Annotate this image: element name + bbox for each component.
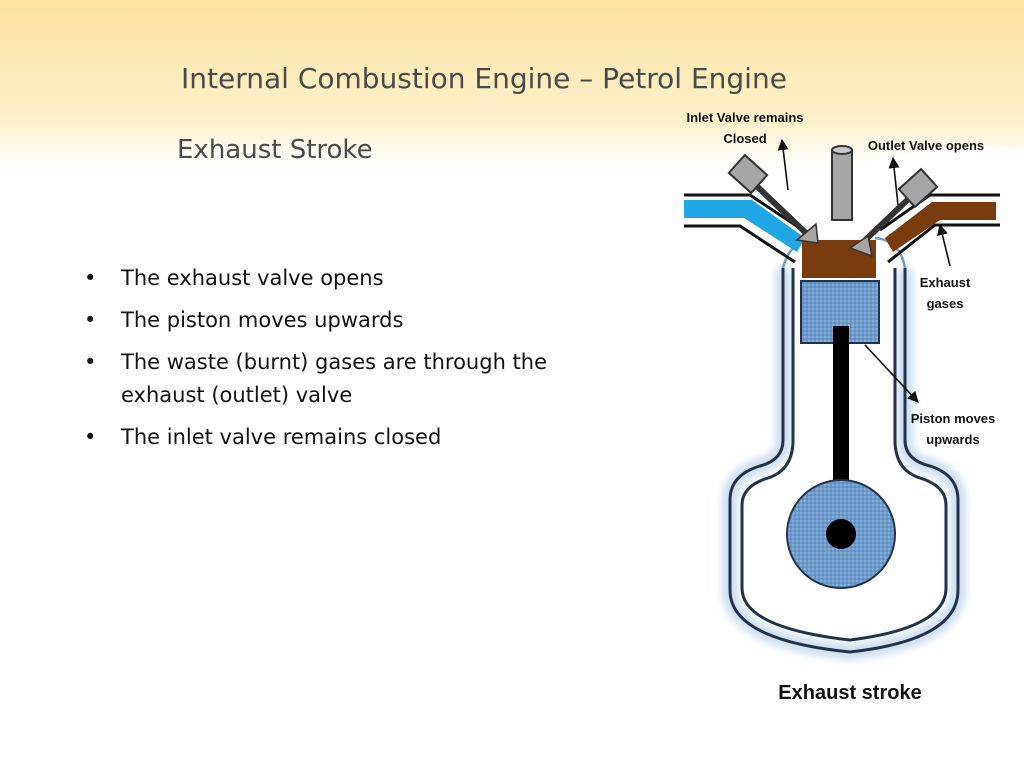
bullet-marker: •	[84, 266, 97, 290]
bullet-item: • The waste (burnt) gases are through the…	[84, 346, 564, 412]
bullet-text: The exhaust valve opens	[121, 266, 384, 290]
spark-plug	[831, 145, 853, 221]
diagram-caption: Exhaust stroke	[778, 682, 922, 704]
connecting-rod	[833, 326, 849, 504]
bullet-text: The inlet valve remains closed	[121, 425, 442, 449]
exhaust-port	[879, 193, 1000, 264]
cylinder-walls	[728, 268, 960, 654]
bullet-marker: •	[84, 308, 97, 332]
bullet-marker: •	[84, 425, 97, 449]
bullet-marker: •	[84, 350, 97, 374]
engine-illustration	[684, 138, 1000, 661]
inlet-valve	[727, 153, 819, 244]
bullet-text: The piston moves upwards	[121, 308, 404, 332]
bullet-item: • The inlet valve remains closed	[84, 421, 564, 454]
label-piston: Piston moves upwards	[910, 411, 996, 447]
label-exhaust-gases: Exhaust gases	[919, 275, 971, 311]
bullet-text: The waste (burnt) gases are through the …	[121, 350, 548, 407]
bullet-list: • The exhaust valve opens • The piston mov…	[84, 262, 564, 463]
bullet-item: • The piston moves upwards	[84, 304, 564, 337]
label-outlet-valve: Outlet Valve opens	[867, 138, 985, 153]
label-inlet-valve: Inlet Valve remains Closed	[686, 110, 804, 146]
annotation-arrows	[777, 138, 951, 403]
piston	[800, 280, 880, 344]
slide-subtitle: Exhaust Stroke	[177, 135, 373, 165]
crankshaft	[786, 479, 896, 589]
engine-diagram: Inlet Valve remains Closed Outlet Valve …	[660, 100, 1024, 720]
bullet-item: • The exhaust valve opens	[84, 262, 564, 295]
slide-title: Internal Combustion Engine – Petrol Engi…	[181, 62, 787, 95]
outlet-valve	[848, 167, 939, 258]
banner-background	[0, 0, 1024, 181]
